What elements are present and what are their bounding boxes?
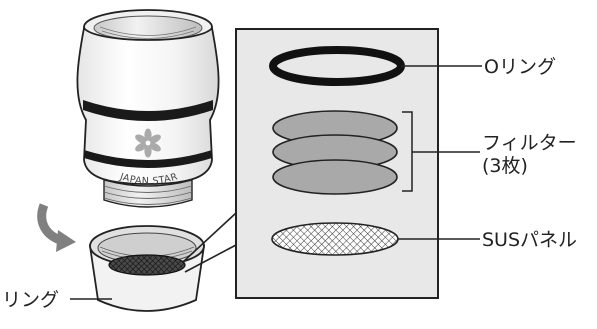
curved-arrow-icon [37, 203, 76, 252]
brand-text: JAPAN STAR [118, 171, 180, 187]
body-black-band-lower [84, 150, 212, 168]
zoom-connector [182, 212, 237, 273]
label-oring: Oリング [484, 56, 556, 78]
label-ring: リング [2, 289, 59, 311]
shower-body: JAPAN STAR [76, 9, 220, 208]
ring-cup [88, 225, 206, 312]
sus-panel-mesh [271, 222, 399, 256]
body-black-band-upper [83, 100, 213, 121]
label-filter-count: (3枚) [482, 155, 528, 177]
flower-icon [135, 128, 161, 158]
ring-cup-mesh [108, 254, 186, 276]
body-shell [76, 25, 220, 185]
callout-lines [70, 65, 482, 300]
label-filter: フィルター [482, 132, 577, 154]
body-thread-neck [103, 179, 193, 208]
filter-stack [272, 110, 398, 195]
label-sus-panel: SUSパネル [482, 229, 577, 251]
filter-disc [272, 159, 398, 195]
